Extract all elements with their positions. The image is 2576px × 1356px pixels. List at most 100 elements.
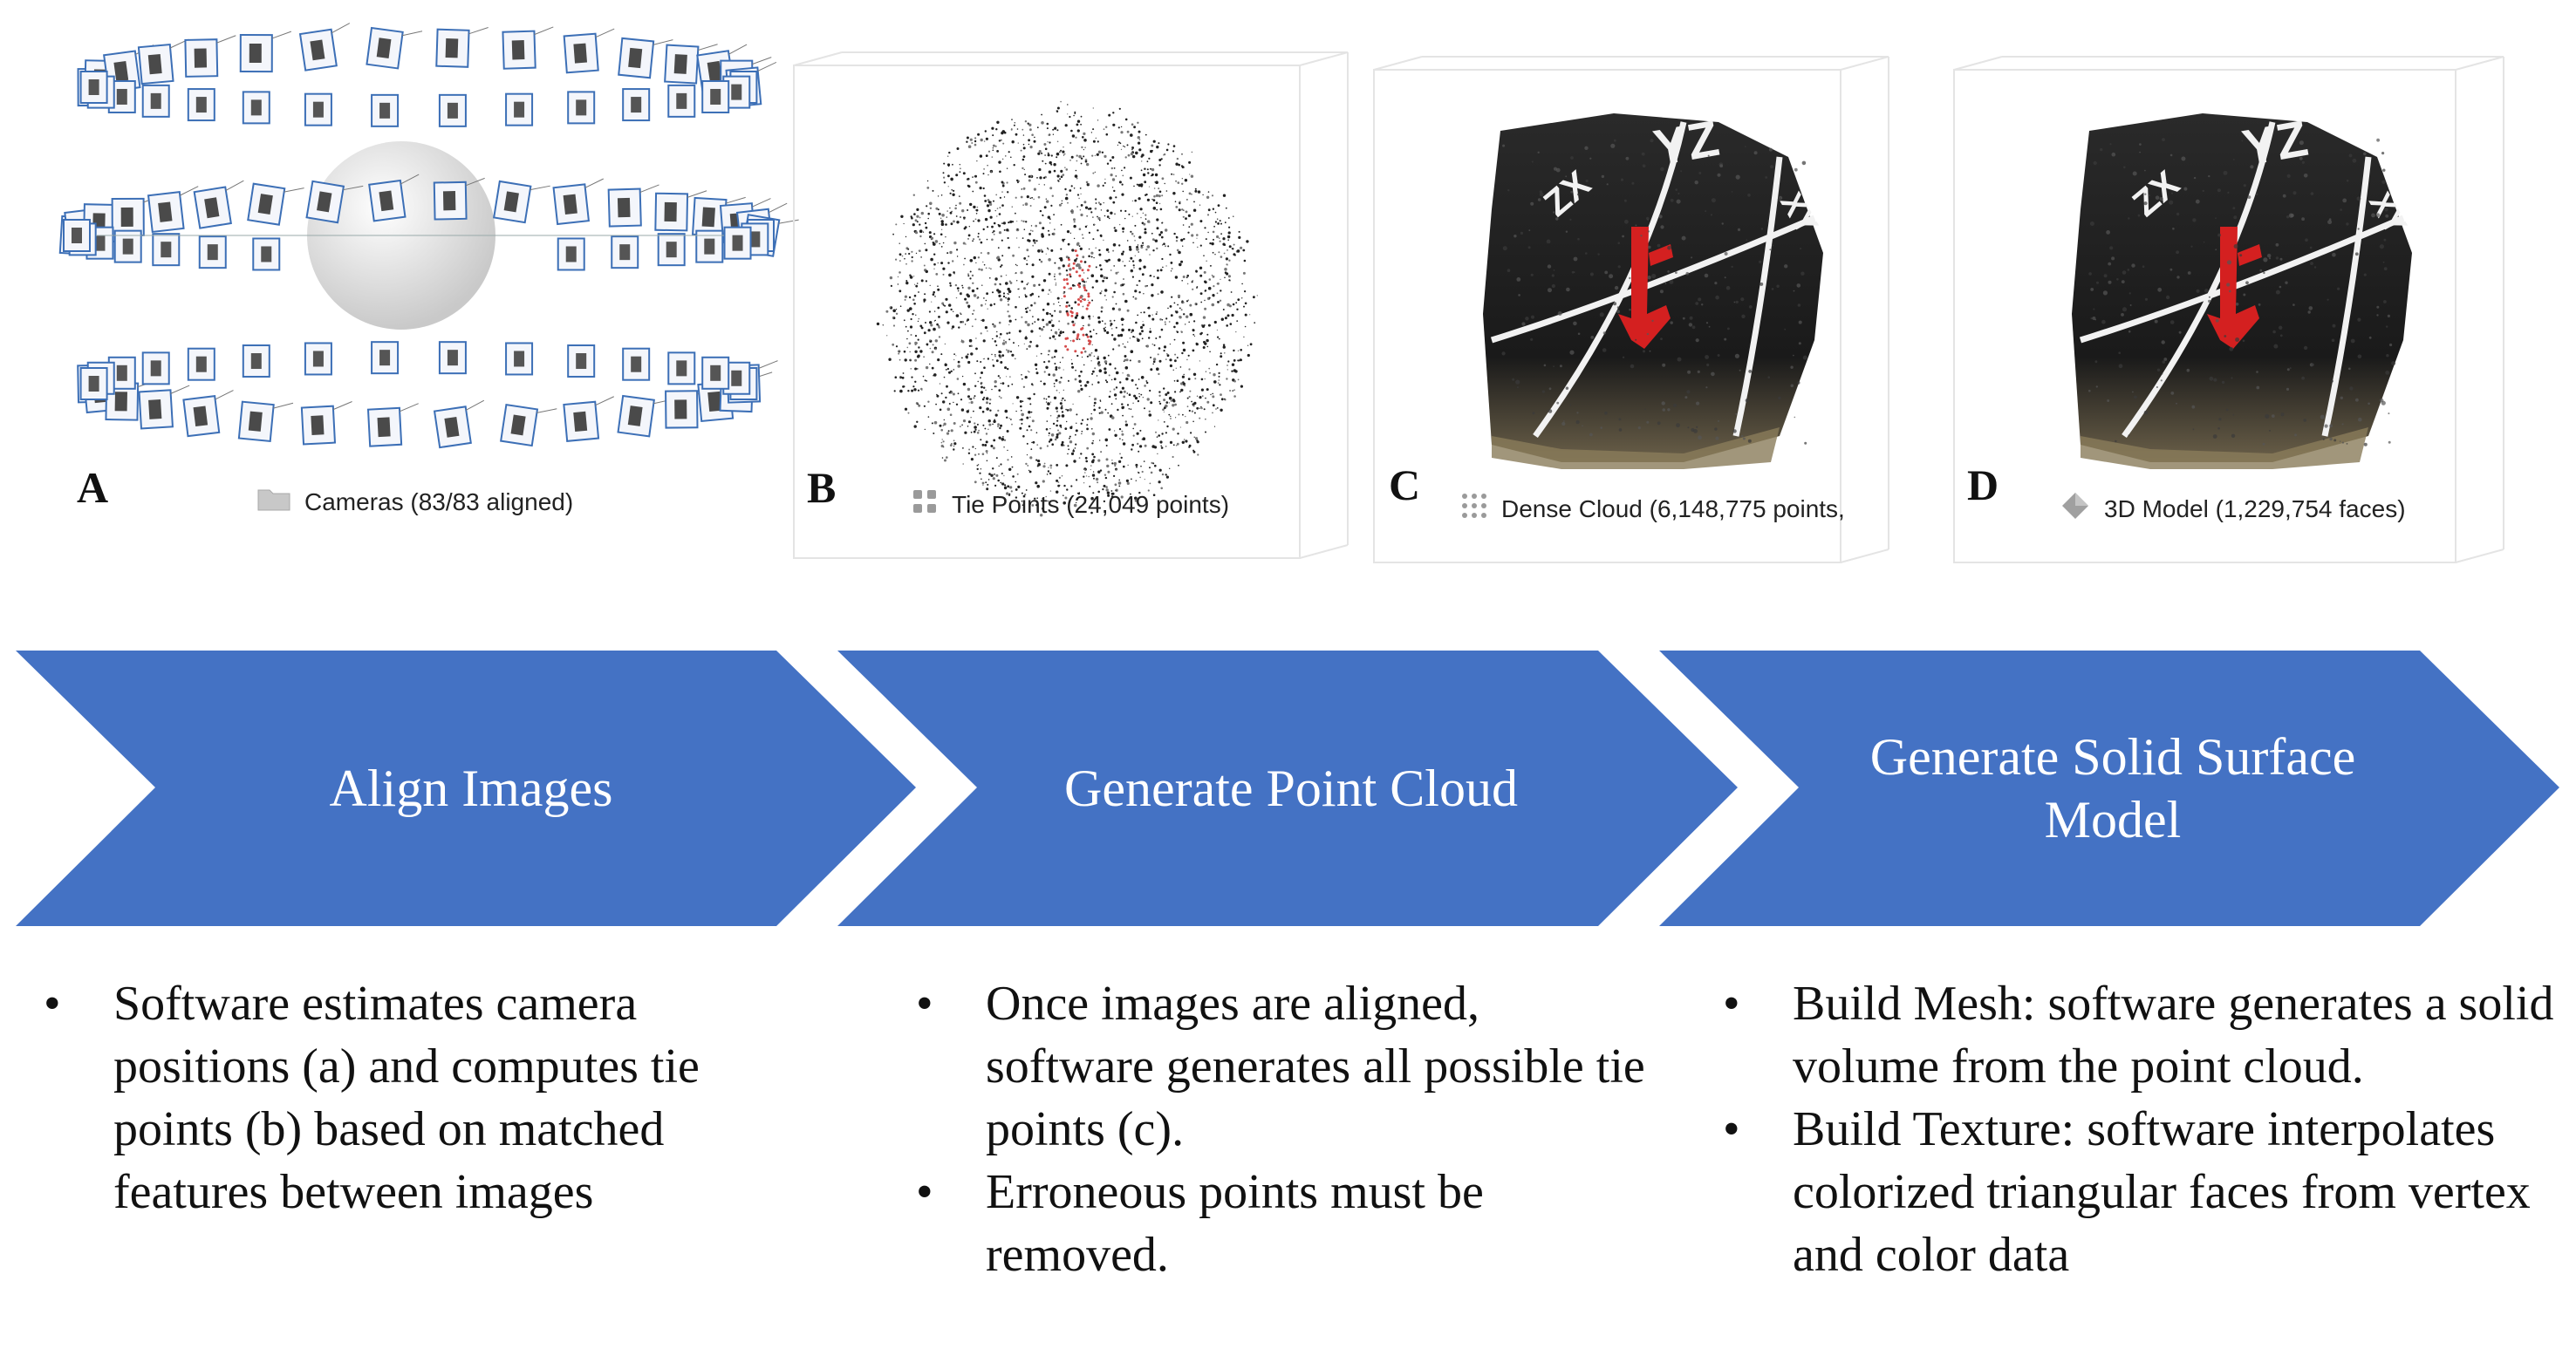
camera-frame [113, 229, 142, 263]
bullet-icon: • [44, 977, 61, 1031]
camera-frame [618, 37, 673, 79]
camera-frame [366, 403, 419, 447]
camera-frame [237, 400, 294, 443]
step-1-bullets: • Software estimates camera positions (a)… [44, 972, 785, 1223]
bullet-icon: • [916, 1165, 933, 1219]
camera-frame [63, 219, 91, 252]
camera-frame [567, 91, 596, 125]
camera-frame [493, 180, 550, 224]
camera-frame [184, 35, 236, 78]
camera-frame [187, 88, 215, 122]
camera-frame [187, 347, 215, 381]
camera-frame [701, 79, 730, 113]
camera-frame [252, 237, 281, 271]
bounding-box-c [1373, 56, 1889, 563]
camera-frame [242, 91, 270, 125]
bullet-text: Software estimates camera positions (a) … [113, 977, 700, 1219]
camera-frame [152, 233, 181, 267]
camera-frame [141, 351, 170, 385]
camera-frame [193, 180, 244, 229]
camera-frame [665, 386, 717, 429]
camera-frame [667, 84, 696, 118]
camera-frame [607, 184, 659, 228]
camera-frame [552, 178, 605, 226]
camera-frame [617, 394, 674, 438]
panel-a-label: Cameras (83/83 aligned) [257, 487, 573, 517]
bullet-icon: • [1723, 1102, 1740, 1156]
camera-frame [667, 351, 696, 385]
camera-frame [242, 344, 270, 378]
camera-frame [438, 93, 467, 127]
tie-points-icon [912, 488, 938, 521]
camera-frame [371, 341, 400, 375]
camera-frame [695, 229, 724, 263]
camera-frame [111, 194, 163, 237]
svg-text:YZ: YZ [1650, 110, 1723, 177]
bullet-item: • Erroneous points must be removed. [916, 1161, 1649, 1286]
camera-frame [305, 180, 364, 224]
camera-frame [137, 38, 189, 85]
tie-points-cloud-graphic [876, 100, 1258, 517]
arrow-step-3 [1659, 651, 2559, 926]
camera-frame [79, 71, 108, 104]
camera-frame [557, 237, 585, 271]
panel-b-letter: B [807, 463, 837, 512]
camera-frame [366, 26, 423, 70]
camera-frame [505, 342, 534, 376]
panel-c-letter: C [1389, 460, 1421, 509]
bounding-box-d [1953, 56, 2504, 563]
bullet-item: •Build Mesh: software generates a solid … [1723, 972, 2573, 1098]
camera-frame [147, 186, 199, 234]
camera-frame [198, 235, 227, 269]
camera-frame [239, 31, 292, 73]
panel-a-cameras [58, 23, 803, 532]
step-1-title: Align Images [329, 760, 613, 817]
panel-d-label-text: 3D Model (1,229,754 faces) [2104, 494, 2406, 522]
bullet-icon: • [916, 977, 933, 1031]
dense-cloud-icon [1461, 493, 1487, 525]
bullet-item: •Once images are aligned, software gener… [916, 972, 1649, 1161]
camera-frame [701, 356, 730, 390]
camera-frame [505, 92, 534, 126]
camera-frame [622, 88, 651, 122]
model-icon [2060, 491, 2090, 527]
camera-frame [368, 174, 420, 222]
step-2-title: Generate Point Cloud [1064, 760, 1518, 817]
camera-frame [657, 233, 686, 267]
camera-frame [433, 399, 485, 449]
camera-frame [371, 93, 400, 127]
panel-d-label: 3D Model (1,229,754 faces) [2060, 491, 2406, 527]
bullet-item: • Build Texture: software interpolates co… [1723, 1098, 2573, 1286]
panel-b-label: Tie Points (24,049 points) [912, 488, 1229, 521]
camera-frame [664, 44, 718, 85]
bounding-box-b [793, 51, 1349, 559]
camera-frame [300, 401, 352, 446]
camera-frame [611, 235, 639, 269]
camera-frame [563, 28, 615, 74]
camera-frame [298, 23, 351, 72]
bullet-text: Build Mesh: software generates a solid v… [1793, 977, 2554, 1094]
folder-icon [257, 487, 290, 517]
arrow-step-1 [16, 651, 916, 926]
bullet-text: Build Texture: software interpolates col… [1793, 1102, 2531, 1282]
panel-b-label-text: Tie Points (24,049 points) [952, 490, 1230, 518]
camera-frame [247, 182, 304, 226]
camera-frame [723, 226, 752, 260]
panel-b-tie-points [789, 48, 1356, 571]
camera-frame [79, 367, 108, 400]
camera-frame [141, 84, 170, 118]
step-3-title: Generate Solid Surface Model [1869, 728, 2356, 848]
camera-frame [654, 190, 707, 232]
bullet-item: • Software estimates camera positions (a)… [44, 972, 785, 1223]
arrow-step-2 [837, 651, 1738, 926]
panel-d-letter: D [1967, 460, 1999, 509]
camera-frame [138, 385, 190, 430]
camera-frame [182, 390, 234, 438]
step-3-bullets: • Build Mesh: software generates a solid … [1723, 972, 2573, 1286]
process-arrows [16, 651, 2559, 926]
panel-a-letter: A [77, 463, 109, 512]
bullet-text: Erroneous points must be removed. [986, 1165, 1484, 1282]
